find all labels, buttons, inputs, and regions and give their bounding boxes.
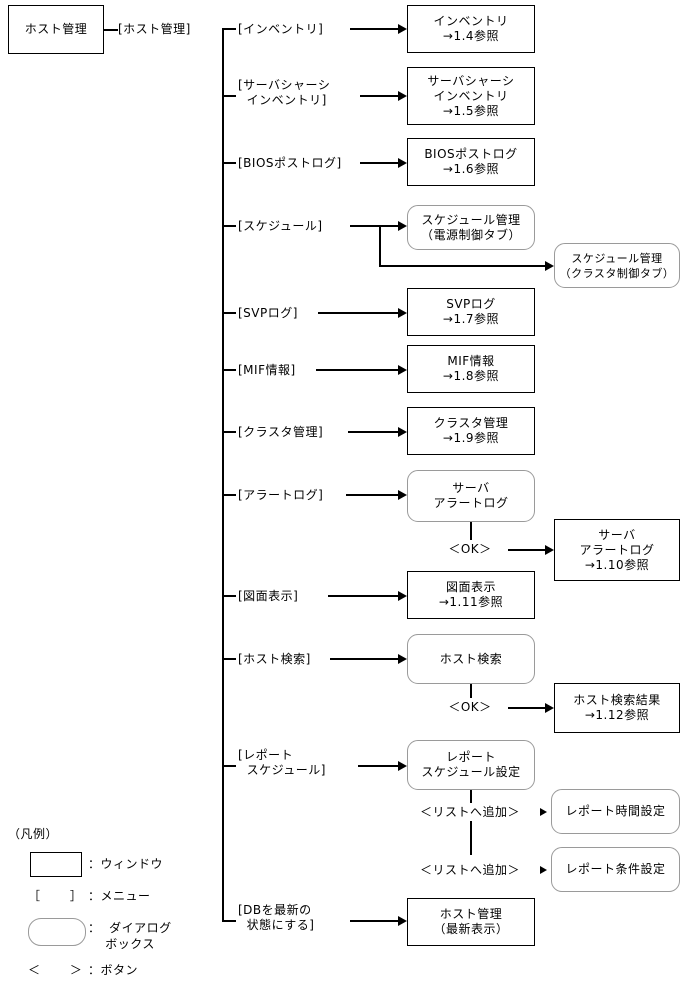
arrow-head-report-condition: [540, 866, 547, 874]
arrow-line-7: [346, 494, 398, 496]
arrow-head-9: [398, 654, 407, 664]
legend-menu-symbol: ［ ］: [28, 889, 83, 903]
arrow-head-3: [398, 221, 407, 231]
node-report-schedule-settings[interactable]: レポート スケジュール設定: [407, 740, 535, 790]
tick-branch-7: [222, 494, 236, 496]
button-ok-alert-log[interactable]: ＜OK＞: [432, 540, 508, 558]
node-server-chassis-inventory[interactable]: サーバシャーシ インベントリ →1.5参照: [407, 67, 535, 125]
tick-branch-2: [222, 162, 236, 164]
arrow-head-schedule-cluster: [545, 261, 554, 271]
arrow-head-11: [398, 916, 407, 926]
arrow-line-10: [358, 765, 398, 767]
legend-window-label: ：ウィンドウ: [88, 857, 164, 871]
arrow-head-2: [398, 158, 407, 168]
connector-report-drop-2: [470, 821, 472, 855]
menu-item-schedule[interactable]: [スケジュール]: [238, 218, 323, 233]
arrow-line-9: [330, 658, 398, 660]
spine-main: [222, 28, 224, 921]
legend-button-symbol: ＜ ＞: [28, 963, 83, 977]
node-inventory[interactable]: インベントリ →1.4参照: [407, 5, 535, 53]
arrow-line-11: [350, 920, 398, 922]
connector-search-ok-right: [508, 707, 545, 709]
menu-item-svp-log[interactable]: [SVPログ]: [238, 305, 298, 320]
arrow-line-2: [360, 162, 398, 164]
legend-menu-label: ：メニュー: [88, 889, 151, 903]
button-add-to-list-time[interactable]: ＜リストへ追加＞: [403, 803, 537, 821]
arrow-line-1: [360, 95, 398, 97]
arrow-head-report-time: [540, 808, 547, 816]
node-bios-post-log[interactable]: BIOSポストログ →1.6参照: [407, 138, 535, 186]
arrow-head-5: [398, 365, 407, 375]
legend-dialog-label: ： ダイアログ ボックス: [88, 921, 172, 951]
arrow-head-alert-result: [545, 545, 554, 555]
node-report-time-settings[interactable]: レポート時間設定: [551, 789, 680, 834]
node-host-search-dialog[interactable]: ホスト検索: [407, 634, 535, 684]
node-host-search-result[interactable]: ホスト検索結果 →1.12参照: [554, 683, 680, 733]
menu-item-alert-log[interactable]: [アラートログ]: [238, 487, 324, 502]
connector-schedule-right: [379, 265, 545, 267]
legend-dialog-symbol: [28, 918, 86, 946]
menu-item-refresh-db[interactable]: [DBを最新の 状態にする]: [238, 903, 315, 932]
tick-branch-5: [222, 369, 236, 371]
arrow-line-5: [316, 369, 398, 371]
node-cluster-management[interactable]: クラスタ管理 →1.9参照: [407, 407, 535, 455]
node-report-condition-settings[interactable]: レポート条件設定: [551, 847, 680, 892]
arrow-line-4: [318, 312, 398, 314]
connector-alert-ok-right: [508, 549, 545, 551]
menu-item-drawing-display[interactable]: [図面表示]: [238, 588, 299, 603]
arrow-head-search-result: [545, 703, 554, 713]
node-schedule-cluster-tab[interactable]: スケジュール管理 （クラスタ制御タブ）: [554, 243, 680, 288]
node-server-alert-log-result[interactable]: サーバ アラートログ →1.10参照: [554, 519, 680, 581]
arrow-head-6: [398, 427, 407, 437]
menu-item-inventory[interactable]: [インベントリ]: [238, 21, 324, 36]
legend-window-symbol: [30, 852, 82, 877]
button-ok-host-search[interactable]: ＜OK＞: [432, 698, 508, 716]
connector-root-to-menu: [104, 29, 118, 31]
arrow-line-6: [348, 431, 398, 433]
node-schedule-power-tab[interactable]: スケジュール管理 （電源制御タブ）: [407, 205, 535, 250]
arrow-head-10: [398, 761, 407, 771]
legend-title: （凡例）: [8, 827, 59, 841]
arrow-head-8: [398, 591, 407, 601]
legend-button-label: ：ボタン: [88, 963, 139, 977]
arrow-head-1: [398, 91, 407, 101]
arrow-line-8: [328, 595, 398, 597]
tick-branch-8: [222, 595, 236, 597]
menu-item-bios-post-log[interactable]: [BIOSポストログ]: [238, 155, 342, 170]
connector-alert-ok-drop: [470, 522, 472, 546]
node-drawing-display[interactable]: 図面表示 →1.11参照: [407, 571, 535, 619]
node-mif-info[interactable]: MIF情報 →1.8参照: [407, 345, 535, 393]
arrow-head-0: [398, 24, 407, 34]
connector-search-ok-drop: [470, 684, 472, 702]
node-host-management-latest[interactable]: ホスト管理 （最新表示）: [407, 898, 535, 946]
connector-schedule-drop: [379, 225, 381, 266]
arrow-head-7: [398, 490, 407, 500]
tick-branch-3: [222, 225, 236, 227]
menu-item-cluster-management[interactable]: [クラスタ管理]: [238, 424, 324, 439]
node-root-window[interactable]: ホスト管理: [8, 5, 104, 54]
button-add-to-list-condition[interactable]: ＜リストへ追加＞: [403, 861, 537, 879]
node-root-menu[interactable]: [ホスト管理]: [118, 21, 191, 36]
menu-item-mif-info[interactable]: [MIF情報]: [238, 362, 296, 377]
menu-item-report-schedule[interactable]: [レポート スケジュール]: [238, 748, 326, 777]
arrow-head-4: [398, 308, 407, 318]
arrow-line-0: [350, 28, 398, 30]
tick-branch-11: [222, 920, 236, 922]
connector-report-drop-1: [470, 790, 472, 807]
arrow-line-3: [350, 225, 398, 227]
tick-branch-10: [222, 765, 236, 767]
tick-branch-0: [222, 28, 236, 30]
tick-branch-9: [222, 658, 236, 660]
tick-branch-1: [222, 95, 236, 97]
tick-branch-6: [222, 431, 236, 433]
menu-item-host-search[interactable]: [ホスト検索]: [238, 651, 311, 666]
menu-item-server-chassis-inventory[interactable]: [サーバシャーシ インベントリ]: [238, 78, 331, 107]
tick-branch-4: [222, 312, 236, 314]
node-server-alert-log-dialog[interactable]: サーバ アラートログ: [407, 470, 535, 522]
node-svp-log[interactable]: SVPログ →1.7参照: [407, 288, 535, 336]
